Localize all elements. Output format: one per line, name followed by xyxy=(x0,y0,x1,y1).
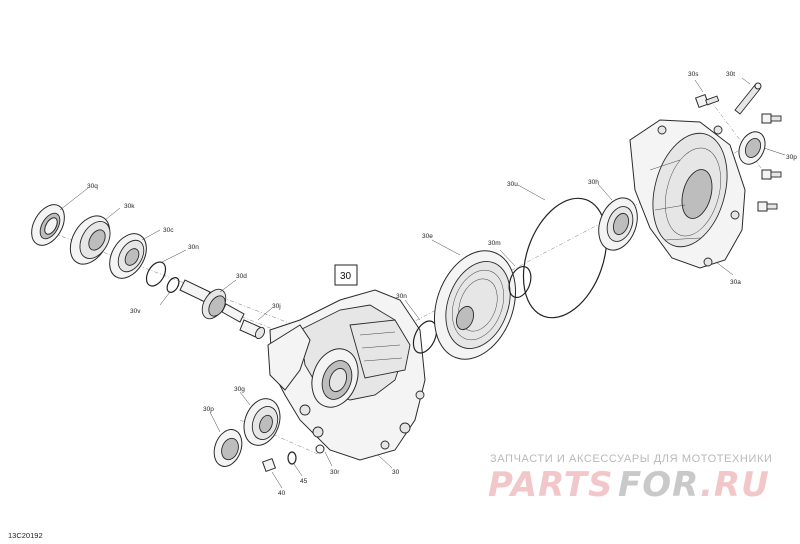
label-30c: 30c xyxy=(163,227,174,234)
label-45: 45 xyxy=(300,478,308,485)
label-30h: 30h xyxy=(588,179,599,186)
bearing-30k[interactable] xyxy=(62,209,117,271)
ring-30v[interactable] xyxy=(165,276,182,295)
label-30a: 30a xyxy=(730,279,741,286)
label-30j: 30j xyxy=(272,303,281,310)
seal-30p-right[interactable] xyxy=(734,128,770,169)
bearing-30g[interactable] xyxy=(238,394,286,451)
label-40: 40 xyxy=(278,490,286,497)
watermark-tagline: ЗАПЧАСТИ И АКСЕССУАРЫ ДЛЯ МОТОТЕХНИКИ xyxy=(490,453,772,465)
label-30u: 30u xyxy=(507,181,518,188)
drawing-code: 13C20192 xyxy=(8,531,43,540)
label-30g: 30g xyxy=(234,386,245,393)
label-30n: 30n xyxy=(188,244,199,251)
label-30n-middle: 30n xyxy=(396,293,407,300)
cover-30e[interactable] xyxy=(420,239,530,370)
ring-30n-middle[interactable] xyxy=(409,317,441,356)
label-30-case: 30 xyxy=(392,469,400,476)
label-30t: 30t xyxy=(726,71,735,78)
label-30v: 30v xyxy=(130,308,141,315)
ring-30m[interactable] xyxy=(505,264,535,301)
bearing-30j[interactable] xyxy=(239,319,266,340)
bolt-30s-top[interactable] xyxy=(694,93,720,109)
watermark-logo-parts: PARTS xyxy=(488,465,613,505)
watermark: ЗАПЧАСТИ И АКСЕССУАРЫ ДЛЯ МОТОТЕХНИКИ PA… xyxy=(488,453,772,505)
plug-30r[interactable] xyxy=(315,444,325,454)
watermark-logo-for: FOR xyxy=(618,465,699,505)
stud-30t[interactable] xyxy=(734,82,762,115)
bearing-30c[interactable] xyxy=(102,227,154,285)
o-ring-30u[interactable] xyxy=(508,187,622,330)
label-30e: 30e xyxy=(422,233,433,240)
plug-40[interactable] xyxy=(261,457,277,473)
label-30-box: 30 xyxy=(340,271,352,282)
washer-45[interactable] xyxy=(287,451,297,465)
label-30p-right: 30p xyxy=(786,154,797,161)
label-30q: 30q xyxy=(87,183,98,190)
seal-30p-left[interactable] xyxy=(209,426,246,471)
label-30k: 30k xyxy=(124,203,135,210)
label-30r: 30r xyxy=(330,469,340,476)
watermark-logo-ru: .RU xyxy=(700,465,770,505)
seal-30h[interactable] xyxy=(592,192,644,255)
ring-30n[interactable] xyxy=(143,259,170,290)
assembly-callout-box xyxy=(334,264,358,286)
label-30m: 30m xyxy=(488,240,501,247)
bolt-30s-right-2[interactable] xyxy=(761,169,782,180)
shaft-30d[interactable] xyxy=(179,279,245,323)
housing-30a[interactable] xyxy=(629,119,746,269)
bolt-30s-right-3[interactable] xyxy=(757,201,778,212)
label-30s: 30s xyxy=(688,71,699,78)
label-30d: 30d xyxy=(236,273,247,280)
bolt-30s-right-1[interactable] xyxy=(761,113,782,124)
gear-case-30[interactable] xyxy=(267,289,426,461)
label-30p-left: 30p xyxy=(203,406,214,413)
part-labels: 30s 30t 30p 30h 30u 30a 30e 30m 30q 30k … xyxy=(87,71,797,497)
seal-30q[interactable] xyxy=(25,199,71,251)
